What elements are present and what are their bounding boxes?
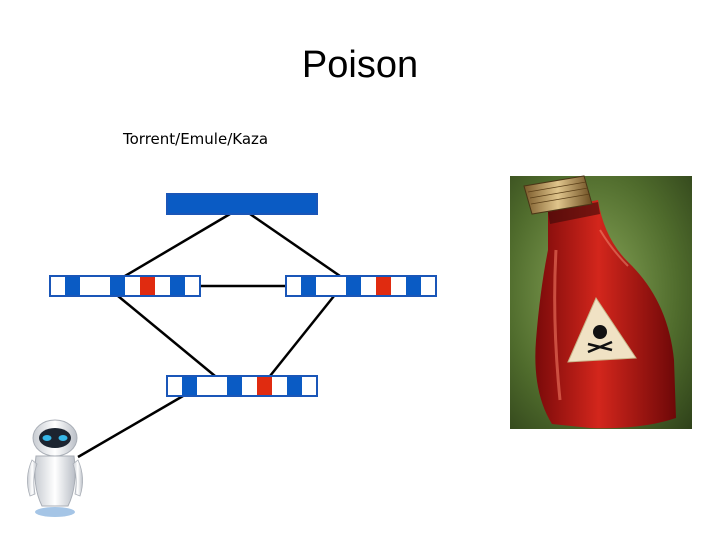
file-piece-white	[242, 376, 257, 396]
file-outline	[49, 275, 201, 297]
file-piece-red	[140, 276, 155, 296]
file-piece-red	[376, 276, 391, 296]
connection-lines	[77, 212, 341, 459]
file-piece-blue	[301, 276, 316, 296]
file-piece-white	[302, 376, 317, 396]
network-label: Torrent/Emule/Kaza	[123, 130, 269, 148]
file-piece-white	[167, 376, 182, 396]
peer-bottom-file	[166, 375, 318, 397]
peer-left-file	[49, 275, 201, 297]
edge-source-file-to-peer-right	[249, 212, 341, 278]
file-piece-blue	[170, 276, 185, 296]
file-piece-blue	[110, 276, 125, 296]
slide-title: Poison	[301, 44, 419, 86]
file-piece-white	[125, 276, 140, 296]
file-piece-white	[421, 276, 436, 296]
file-piece-blue	[182, 376, 197, 396]
file-piece-blue	[287, 376, 302, 396]
edge-peer-right-to-peer-bottom	[269, 295, 335, 377]
poison-bottle-icon	[510, 175, 692, 429]
file-piece-blue	[346, 276, 361, 296]
edge-source-file-to-peer-left	[124, 212, 231, 278]
file-piece-white	[331, 276, 346, 296]
file-piece-white	[50, 276, 65, 296]
file-piece-white	[272, 376, 287, 396]
file-outline	[166, 375, 318, 397]
file-piece-white	[212, 376, 227, 396]
file-outline	[166, 193, 318, 215]
file-piece-white	[80, 276, 95, 296]
file-piece-white	[95, 276, 110, 296]
peer-right-file	[285, 275, 437, 297]
robot-icon	[27, 419, 83, 517]
source-file-block	[166, 193, 318, 215]
file-piece-white	[155, 276, 170, 296]
file-piece-white	[185, 276, 200, 296]
file-piece-white	[391, 276, 406, 296]
file-piece-red	[257, 376, 272, 396]
edge-peer-left-to-peer-bottom	[117, 295, 216, 377]
file-piece-white	[197, 376, 212, 396]
file-piece-white	[286, 276, 301, 296]
file-piece-blue	[406, 276, 421, 296]
file-outline	[285, 275, 437, 297]
file-piece-blue	[167, 194, 317, 214]
file-piece-white	[316, 276, 331, 296]
file-piece-blue	[65, 276, 80, 296]
file-piece-blue	[227, 376, 242, 396]
file-piece-white	[361, 276, 376, 296]
edge-peer-bottom-to-downloader-robot	[77, 394, 184, 459]
